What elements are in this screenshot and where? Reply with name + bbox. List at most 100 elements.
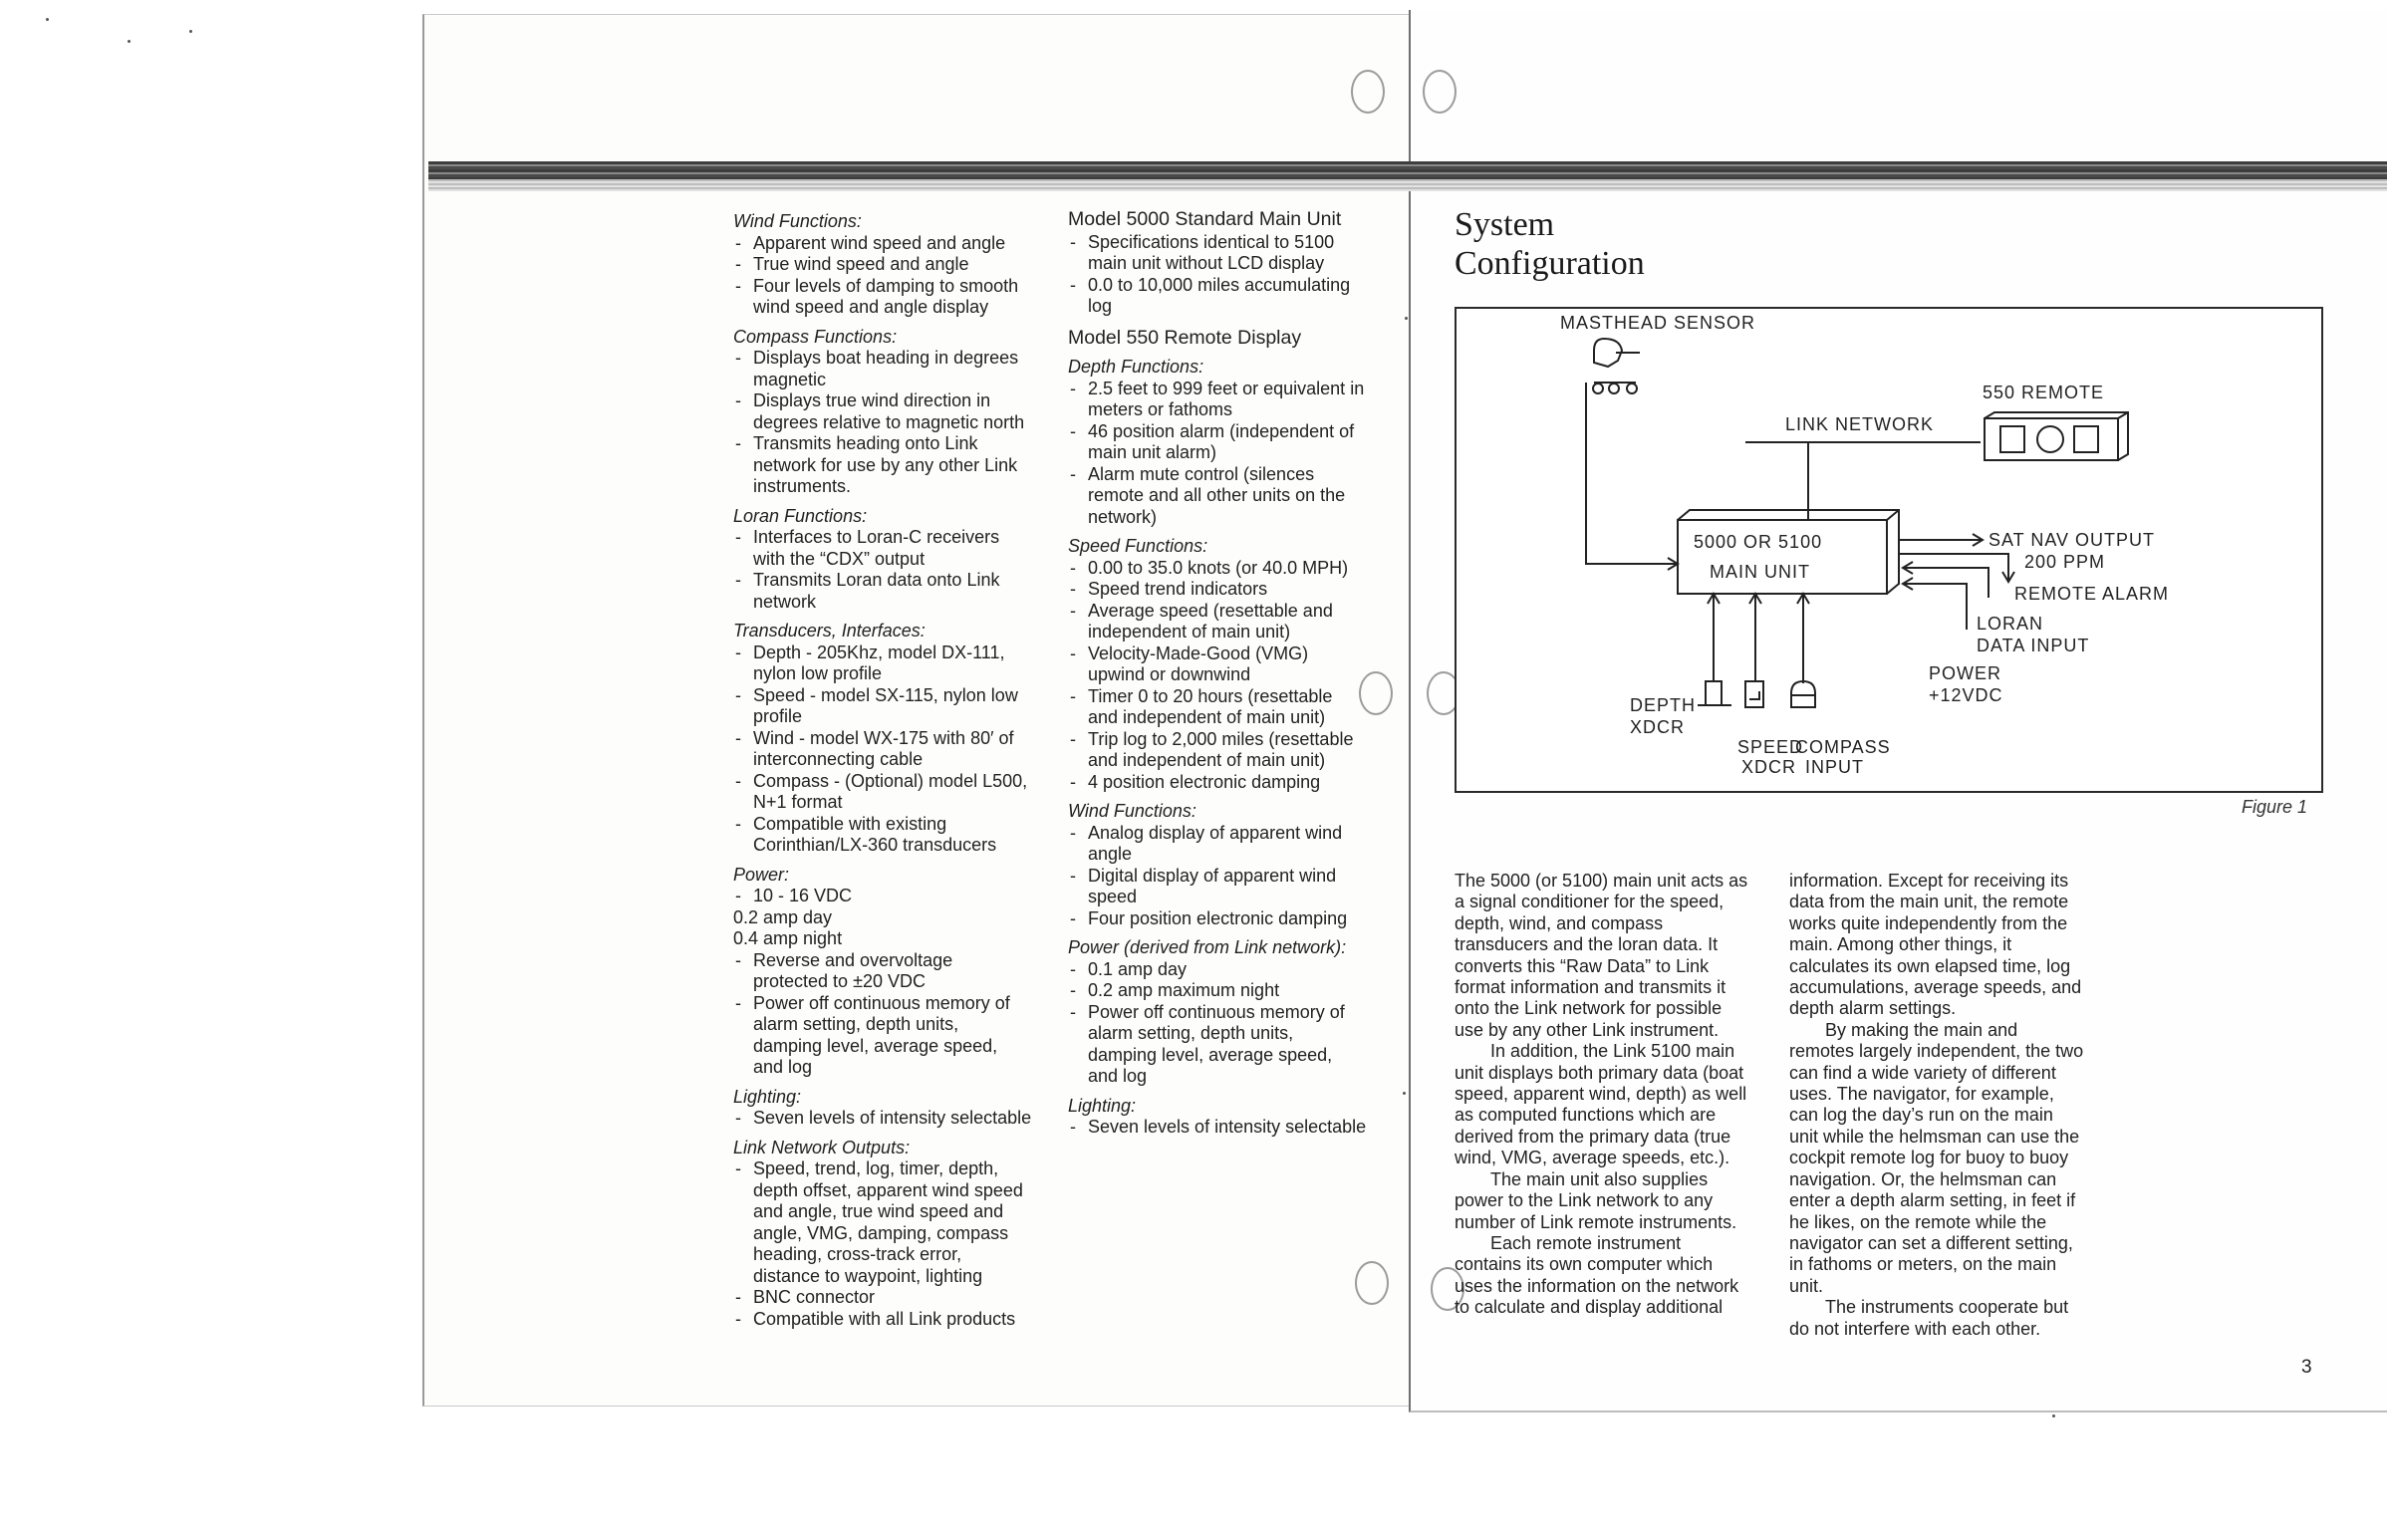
power-arrow [1901, 577, 1914, 591]
label-link-network: LINK NETWORK [1785, 414, 1935, 434]
spec-item: Interfaces to Loran-C receivers with the… [733, 527, 1032, 570]
depth-arrow [1707, 592, 1721, 605]
spec-item: Displays boat heading in degrees magneti… [733, 348, 1032, 390]
spec-column-2: Model 5000 Standard Main UnitSpecificati… [1068, 208, 1367, 1139]
binder-hole [1351, 70, 1385, 114]
spec-item: BNC connector [733, 1287, 1032, 1309]
spec-item: True wind speed and angle [733, 254, 1032, 276]
spec-item: Speed trend indicators [1068, 579, 1367, 601]
spec-item: Compass - (Optional) model L500, N+1 for… [733, 771, 1032, 814]
spec-item: Seven levels of intensity selectable [1068, 1117, 1367, 1139]
label-depth-1: DEPTH [1630, 695, 1697, 715]
speck [189, 30, 192, 33]
spec-item: Apparent wind speed and angle [733, 233, 1032, 255]
section-heading: Speed Functions: [1068, 536, 1208, 556]
section-heading: Power: [733, 864, 790, 885]
depth-transducer [1705, 680, 1723, 706]
label-main-2: MAIN UNIT [1710, 562, 1810, 582]
binder-hole [1423, 70, 1457, 114]
speck [46, 18, 49, 21]
spec-item: 10 - 16 VDC [733, 886, 1032, 907]
section-heading: Lighting: [1068, 1095, 1137, 1116]
spec-item: Compatible with all Link products [733, 1309, 1032, 1331]
label-compass-1: COMPASS [1795, 737, 1891, 757]
spec-item: Speed, trend, log, timer, depth, depth o… [733, 1158, 1032, 1287]
speed-transducer [1744, 680, 1764, 708]
label-masthead: MASTHEAD SENSOR [1560, 313, 1756, 333]
spec-item: Power off continuous memory of alarm set… [1068, 1002, 1367, 1088]
section-heading: Lighting: [733, 1086, 802, 1107]
label-satnav: SAT NAV OUTPUT [1989, 530, 2156, 550]
speck [2052, 1414, 2055, 1417]
binder-hole [1431, 1267, 1464, 1311]
spec-item: 46 position alarm (independent of main u… [1068, 421, 1367, 464]
spec-item: 4 position electronic damping [1068, 772, 1367, 794]
spec-item: 0.00 to 35.0 knots (or 40.0 MPH) [1068, 558, 1367, 580]
loran-arrow [1901, 561, 1914, 575]
section-heading: Link Network Outputs: [733, 1137, 911, 1157]
spec-item: Alarm mute control (silences remote and … [1068, 464, 1367, 529]
body-paragraph: The main unit also supplies power to the… [1455, 1168, 1737, 1232]
model-heading: Model 550 Remote Display [1068, 326, 1302, 349]
spec-item: Specifications identical to 5100 main un… [1068, 232, 1367, 275]
spec-item: 0.1 amp day [1068, 959, 1367, 981]
spec-item: Average speed (resettable and independen… [1068, 601, 1367, 643]
spec-item: Four position electronic damping [1068, 908, 1367, 930]
label-loran-2: DATA INPUT [1977, 636, 2090, 655]
spec-item: Trip log to 2,000 miles (resettable and … [1068, 729, 1367, 772]
spec-item: 0.2 amp day [733, 906, 833, 927]
label-remote: 550 REMOTE [1983, 383, 2105, 402]
power-line [1903, 583, 1968, 630]
label-ppm: 200 PPM [2024, 552, 2106, 572]
section-heading: Transducers, Interfaces: [733, 621, 926, 641]
spec-item: Depth - 205Khz, model DX-111, nylon low … [733, 642, 1032, 685]
remote-alarm-arrow [2001, 571, 2015, 584]
masthead-cup [1608, 383, 1620, 394]
compass-sensor [1790, 679, 1816, 708]
speck [1403, 1092, 1406, 1095]
spec-item: Velocity-Made-Good (VMG) upwind or downw… [1068, 643, 1367, 686]
masthead-cable [1585, 383, 1678, 565]
binder-hole [1355, 1261, 1389, 1305]
speed-arrow [1748, 592, 1762, 605]
spec-item: 0.2 amp maximum night [1068, 980, 1367, 1002]
spec-item: Transmits Loran data onto Link network [733, 570, 1032, 613]
remote-display-right [2073, 425, 2099, 453]
spec-item: 2.5 feet to 999 feet or equivalent in me… [1068, 379, 1367, 421]
spec-item: Transmits heading onto Link network for … [733, 433, 1032, 498]
spec-item: Wind - model WX-175 with 80′ of intercon… [733, 728, 1032, 771]
page-number: 3 [2301, 1357, 2312, 1378]
spec-item: Digital display of apparent wind speed [1068, 866, 1367, 908]
section-heading: Wind Functions: [733, 211, 862, 231]
label-depth-2: XDCR [1630, 717, 1686, 737]
compass-arrow [1796, 592, 1810, 605]
title-line-1: System [1455, 206, 1555, 243]
label-power-1: POWER [1929, 663, 2002, 683]
section-heading: Loran Functions: [733, 505, 868, 526]
label-loran-1: LORAN [1977, 614, 2044, 634]
spec-item: Reverse and overvoltage protected to ±20… [733, 950, 1032, 993]
body-paragraph: information. Except for receiving its da… [1789, 871, 2082, 1019]
body-column-1: The 5000 (or 5100) main unit acts as a s… [1455, 871, 1749, 1319]
spec-item: 0.4 amp night [733, 928, 843, 948]
spec-column-1: Wind Functions:Apparent wind speed and a… [733, 211, 1032, 1330]
spec-item: 0.0 to 10,000 miles accumulating log [1068, 275, 1367, 318]
section-heading: Wind Functions: [1068, 801, 1196, 821]
remote-alarm-line [1899, 553, 2009, 580]
satnav-arrow [1972, 533, 1985, 547]
section-heading: Power (derived from Link network): [1068, 937, 1347, 957]
label-remote-alarm: REMOTE ALARM [2014, 584, 2170, 604]
spec-item: Compatible with existing Corinthian/LX-3… [733, 814, 1032, 857]
remote-box-front [1984, 417, 2119, 461]
masthead-cup [1626, 383, 1638, 394]
loran-line [1903, 567, 1989, 598]
spec-item: Timer 0 to 20 hours (resettable and inde… [1068, 686, 1367, 729]
section-heading: Compass Functions: [733, 326, 898, 347]
spec-item: Displays true wind direction in degrees … [733, 390, 1032, 433]
diagram-lines [1585, 337, 2129, 708]
figure-caption: Figure 1 [2242, 797, 2308, 817]
body-paragraph: The 5000 (or 5100) main unit acts as a s… [1455, 871, 1748, 1040]
system-diagram: MASTHEAD SENSOR 550 REMOTE LINK NETWORK … [1455, 307, 2323, 793]
spec-item: Four levels of damping to smooth wind sp… [733, 276, 1032, 319]
main-unit-box-front [1677, 519, 1888, 595]
